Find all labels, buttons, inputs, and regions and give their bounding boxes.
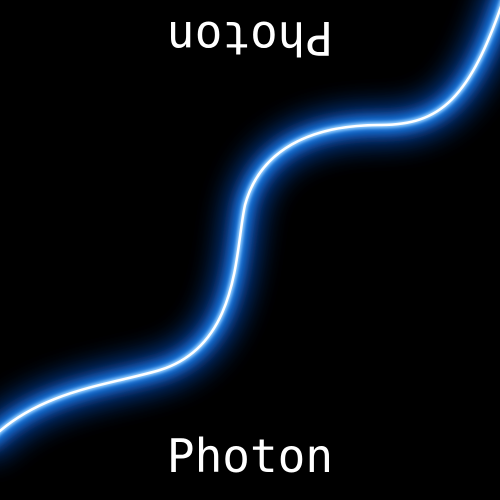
photon-label-bottom: Photon [166, 429, 334, 483]
photon-label-top: Photon [166, 11, 334, 65]
wave-glow [0, 0, 500, 454]
